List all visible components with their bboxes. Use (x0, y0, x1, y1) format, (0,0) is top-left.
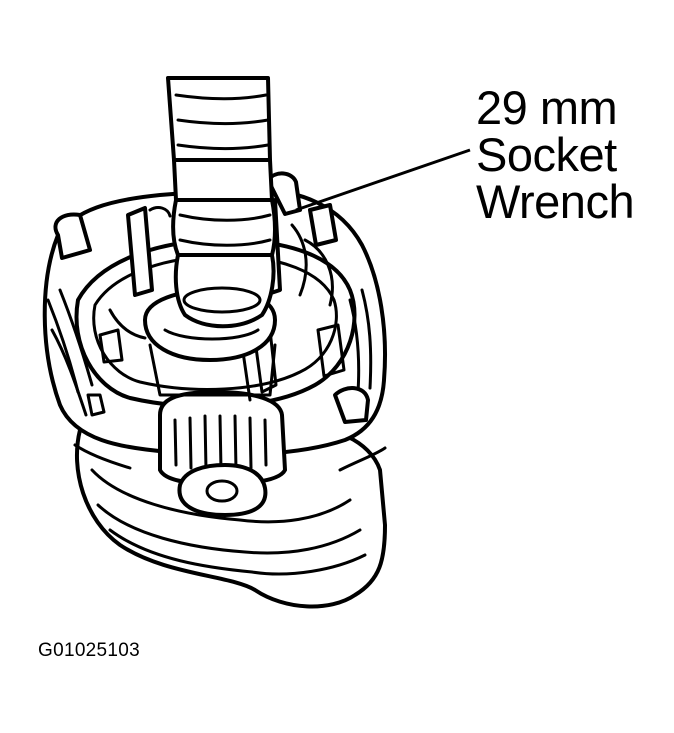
cooling-fins (46, 288, 373, 417)
callout-line-3: Wrench (476, 175, 635, 228)
rectifier-window (158, 390, 287, 486)
callout-line-2: Socket (476, 128, 617, 181)
side-ears (53, 212, 370, 424)
callout-line-1: 29 mm (476, 81, 618, 134)
callout-leader-line (295, 148, 471, 212)
figure-id: G01025103 (38, 640, 141, 661)
mounting-ear (177, 463, 268, 517)
callout-label: 29 mm Socket Wrench (476, 81, 635, 228)
socket-wrench (166, 76, 277, 329)
